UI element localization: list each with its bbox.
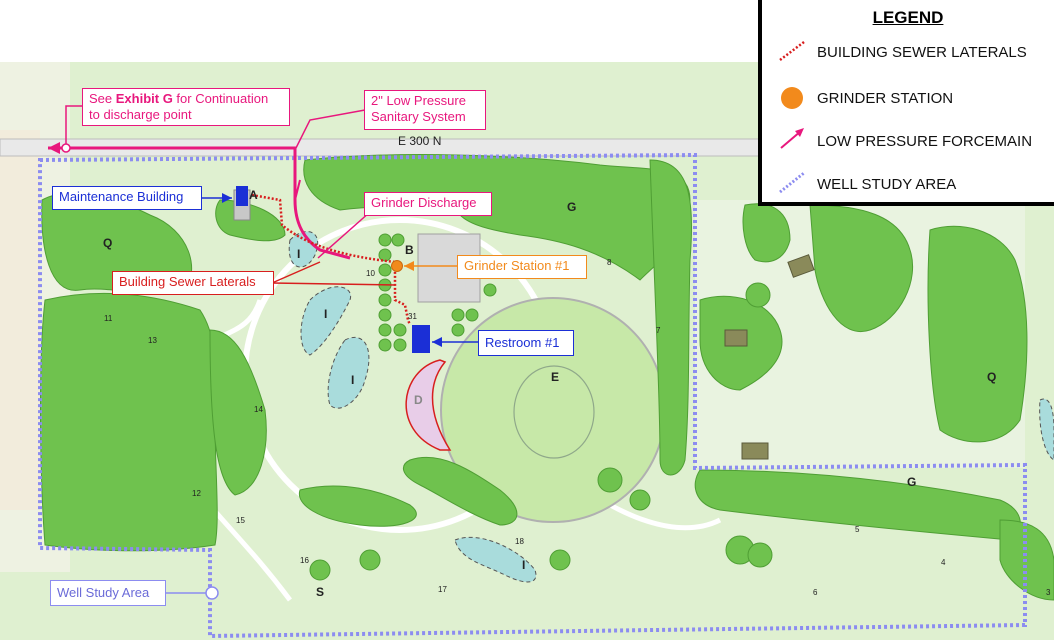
road-label: E 300 N: [398, 134, 441, 148]
forcemain-arrowhead: [48, 142, 60, 154]
zone-s-label: S: [316, 585, 324, 599]
well-study-area-boundary: [38, 152, 1027, 639]
zone-g-label: G: [567, 200, 576, 214]
low-pressure-line2: Sanitary System: [371, 109, 466, 124]
well-10: 10: [366, 269, 375, 278]
low-pressure-line1: 2" Low Pressure: [371, 93, 466, 108]
well-8: 8: [607, 258, 612, 267]
legend-item-well-study-area: WELL STUDY AREA: [817, 176, 957, 193]
grinder-discharge-callout: Grinder Discharge: [364, 192, 492, 216]
zone-q-label: Q: [103, 236, 112, 250]
well-18: 18: [515, 537, 524, 546]
zone-i-label: I: [297, 247, 300, 261]
zone-e-label: E: [551, 370, 559, 384]
exhibit-g-line1: See Exhibit G for Continuation: [89, 91, 269, 106]
low-pressure-forcemain: [48, 146, 351, 260]
farmland-area: [0, 130, 40, 510]
legend-title: LEGEND: [872, 8, 944, 27]
ponds: [288, 231, 1054, 583]
well-31: 31: [408, 312, 417, 321]
zone-b-label: B: [405, 243, 414, 257]
grinder-station-callout: Grinder Station #1: [457, 255, 587, 279]
maintenance-building-marker[interactable]: [236, 186, 248, 206]
orange-circle-icon: [781, 87, 803, 109]
restroom-1-marker[interactable]: [412, 325, 430, 353]
dashed-blue-line-icon: [779, 171, 805, 194]
well-7: 7: [656, 326, 661, 335]
legend-item-building-sewer-laterals: BUILDING SEWER LATERALS: [817, 44, 1027, 61]
restroom-callout: Restroom #1: [478, 330, 574, 356]
well-17: 17: [438, 585, 447, 594]
building-sewer-laterals: [251, 193, 412, 326]
well-number-labels: 11 13 14 12 15 16 17 18 10 31 8 7 5 4 6 …: [104, 258, 1051, 597]
legend-item-low-pressure-forcemain: LOW PRESSURE FORCEMAIN: [817, 133, 1033, 150]
maintenance-building-callout: Maintenance Building: [52, 186, 202, 210]
zone-labels: A B D E G G I I I I Q Q S: [103, 188, 996, 599]
well-14: 14: [254, 405, 263, 414]
outbuildings: [724, 254, 815, 460]
well-16: 16: [300, 556, 309, 565]
well-12: 12: [192, 489, 201, 498]
exhibit-g-line2: to discharge point: [89, 107, 192, 122]
building-sewer-laterals-callout: Building Sewer Laterals: [112, 271, 274, 295]
pink-arrow-icon: [780, 128, 804, 149]
callout-arrowheads: [61, 143, 442, 600]
zone-q-label-2: Q: [987, 370, 996, 384]
dotted-red-line-icon: [779, 41, 805, 61]
well-15: 15: [236, 516, 245, 525]
low-pressure-system-callout: 2" Low Pressure Sanitary System: [364, 90, 486, 130]
well-6: 6: [813, 588, 818, 597]
forcemain-branch: [294, 179, 301, 201]
callout-leaders: [65, 105, 480, 594]
well-study-area-callout: Well Study Area: [50, 580, 166, 606]
grinder-station-1-marker[interactable]: [391, 260, 403, 272]
map-legend: LEGEND BUILDING SEWER LATERALS GRINDER S…: [758, 0, 1054, 206]
zone-i-label-2: I: [324, 307, 327, 321]
well-11: 11: [104, 314, 113, 323]
exhibit-g-link[interactable]: Exhibit G: [115, 91, 173, 106]
zone-d-label: D: [414, 393, 423, 407]
zone-a-label: A: [249, 188, 258, 202]
well-5: 5: [855, 525, 860, 534]
well-13: 13: [148, 336, 157, 345]
zone-i-label-3: I: [351, 373, 354, 387]
zone-g-label-2: G: [907, 475, 916, 489]
area-d: [405, 359, 452, 451]
tree-masses: [39, 154, 1054, 601]
tree-clusters: [309, 233, 773, 581]
legend-item-grinder-station: GRINDER STATION: [817, 90, 954, 107]
field-e-track: [513, 365, 595, 459]
well-3: 3: [1046, 588, 1051, 597]
exhibit-g-callout: See Exhibit G for Continuation to discha…: [82, 88, 290, 126]
zone-i-label-4: I: [522, 558, 525, 572]
well-4: 4: [941, 558, 946, 567]
